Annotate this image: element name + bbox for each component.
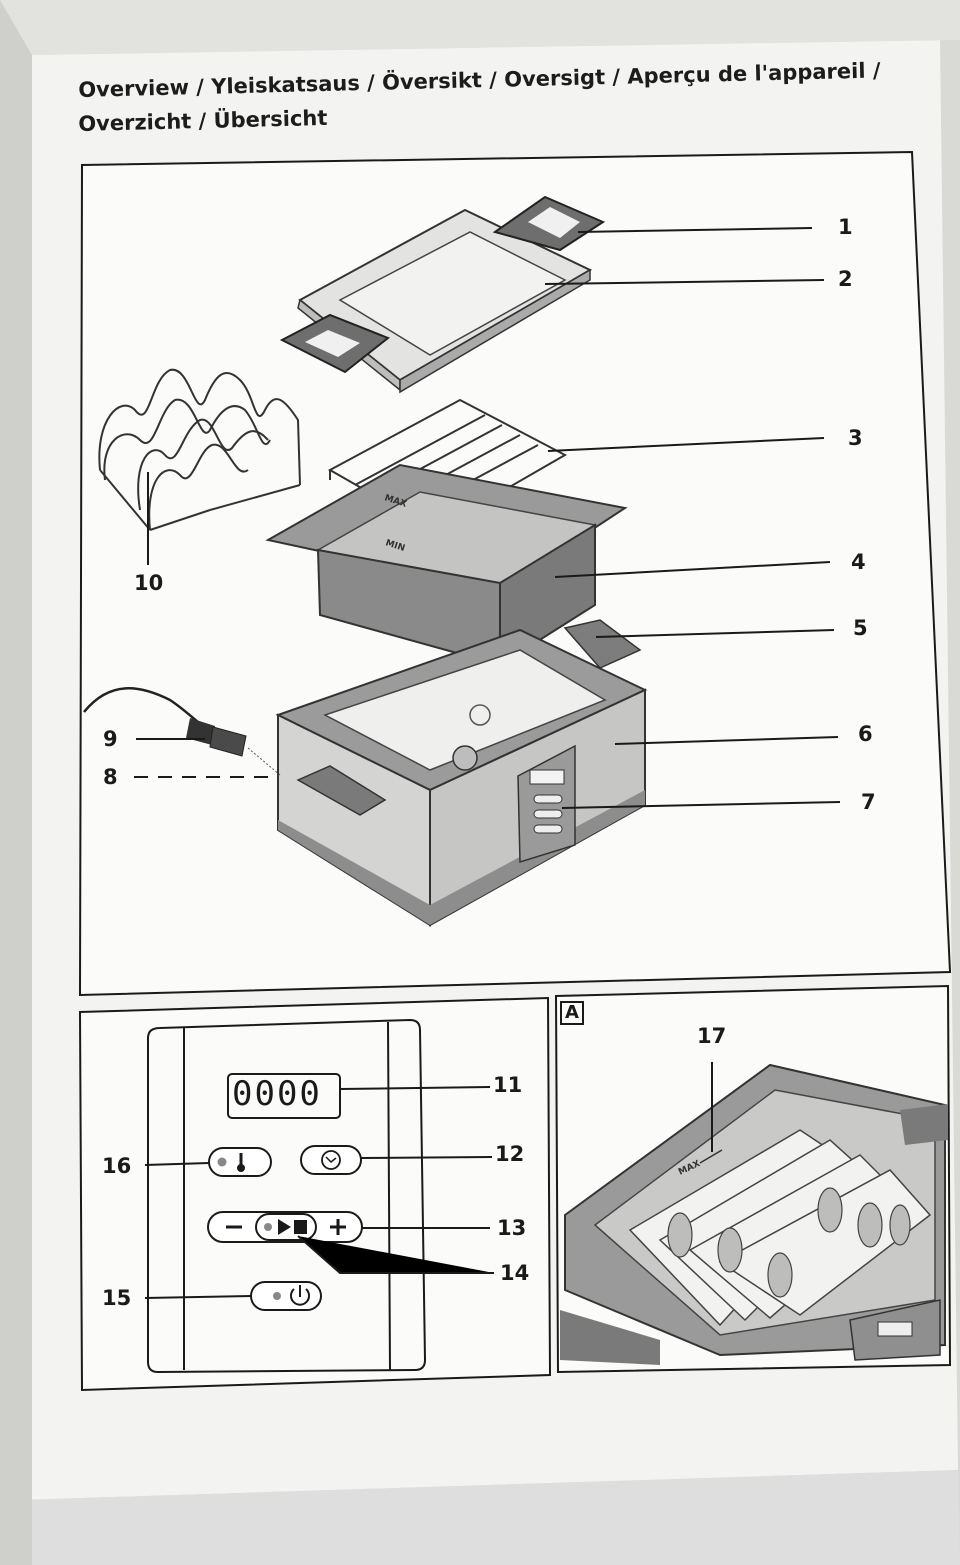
callout-6: 6 (858, 722, 873, 746)
callout-7: 7 (861, 790, 876, 814)
panel-leader-lines (144, 1086, 494, 1299)
panel-a-label: A (565, 1002, 579, 1023)
callout-9: 9 (103, 727, 118, 751)
base-unit-illustration (275, 619, 648, 927)
cooking-container-illustration: MIN MAX (265, 463, 628, 667)
callout-13: 13 (497, 1216, 527, 1240)
callout-12: 12 (495, 1142, 525, 1166)
callout-11: 11 (493, 1073, 523, 1097)
callout-8: 8 (103, 765, 118, 789)
callout-1: 1 (838, 215, 853, 239)
lid-illustration (279, 195, 606, 394)
callout-4: 4 (851, 550, 866, 574)
display-frame (227, 1073, 341, 1119)
callout-5: 5 (853, 616, 868, 640)
leader-lines (136, 227, 841, 809)
rack-illustration (98, 368, 301, 531)
panel-a-illustration: MAX (560, 1063, 948, 1365)
control-panel-frame (78, 996, 552, 1392)
control-panel-illustration (147, 1018, 427, 1374)
callout-17: 17 (697, 1024, 727, 1048)
callout-10: 10 (134, 571, 164, 595)
callout-15: 15 (102, 1286, 132, 1310)
callout-2: 2 (838, 267, 853, 291)
callout-14: 14 (500, 1261, 530, 1285)
display-readout: 0000 (232, 1074, 322, 1114)
callout-16: 16 (102, 1154, 132, 1178)
callout-3: 3 (848, 426, 863, 450)
